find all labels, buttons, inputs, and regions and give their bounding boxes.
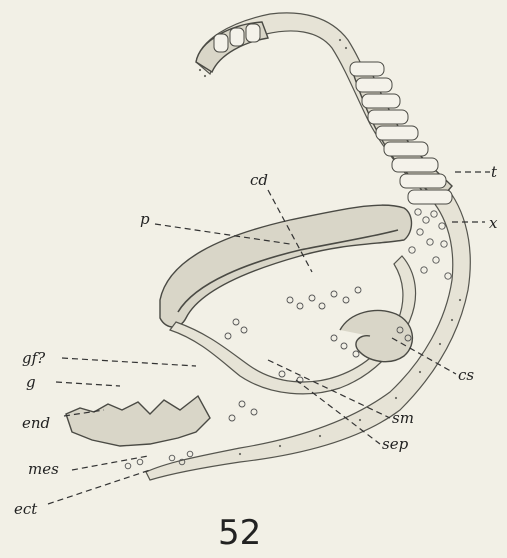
figure-number: 52 [218,513,261,553]
label-mes: mes [28,460,59,478]
endoderm-strip [66,396,210,446]
label-cs: cs [458,366,474,384]
label-x: x [489,214,498,232]
label-sep: sep [382,435,409,453]
somite-segments [350,62,452,204]
head-segments [196,22,268,72]
label-ect: ect [14,500,38,518]
label-cd: cd [250,171,268,189]
label-gf: gf? [22,349,46,367]
label-sm: sm [392,409,414,427]
label-end: end [22,414,50,432]
label-g: g [26,373,36,391]
label-t: t [491,163,498,181]
label-p: p [140,210,150,228]
pharynx-loop [160,205,412,327]
cs-coil [340,311,412,362]
